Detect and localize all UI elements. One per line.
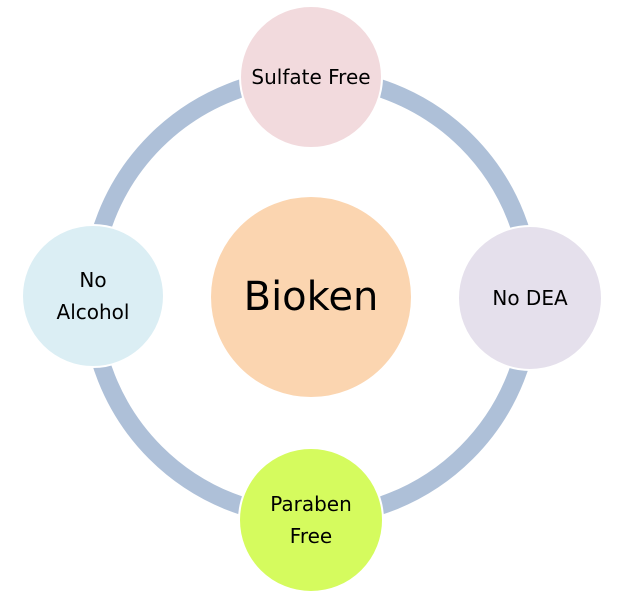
node-label: Sulfate Free xyxy=(251,65,371,89)
node-label: Paraben Free xyxy=(270,492,352,548)
node-no-dea: No DEA xyxy=(457,225,603,371)
node-no-alcohol: No Alcohol xyxy=(21,224,165,368)
node-label: No DEA xyxy=(492,286,568,310)
center-node: Bioken xyxy=(209,195,413,399)
center-label: Bioken xyxy=(243,274,379,320)
node-paraben-free: Paraben Free xyxy=(238,447,384,593)
node-sulfate-free: Sulfate Free xyxy=(239,5,383,149)
node-label: No Alcohol xyxy=(56,268,130,324)
